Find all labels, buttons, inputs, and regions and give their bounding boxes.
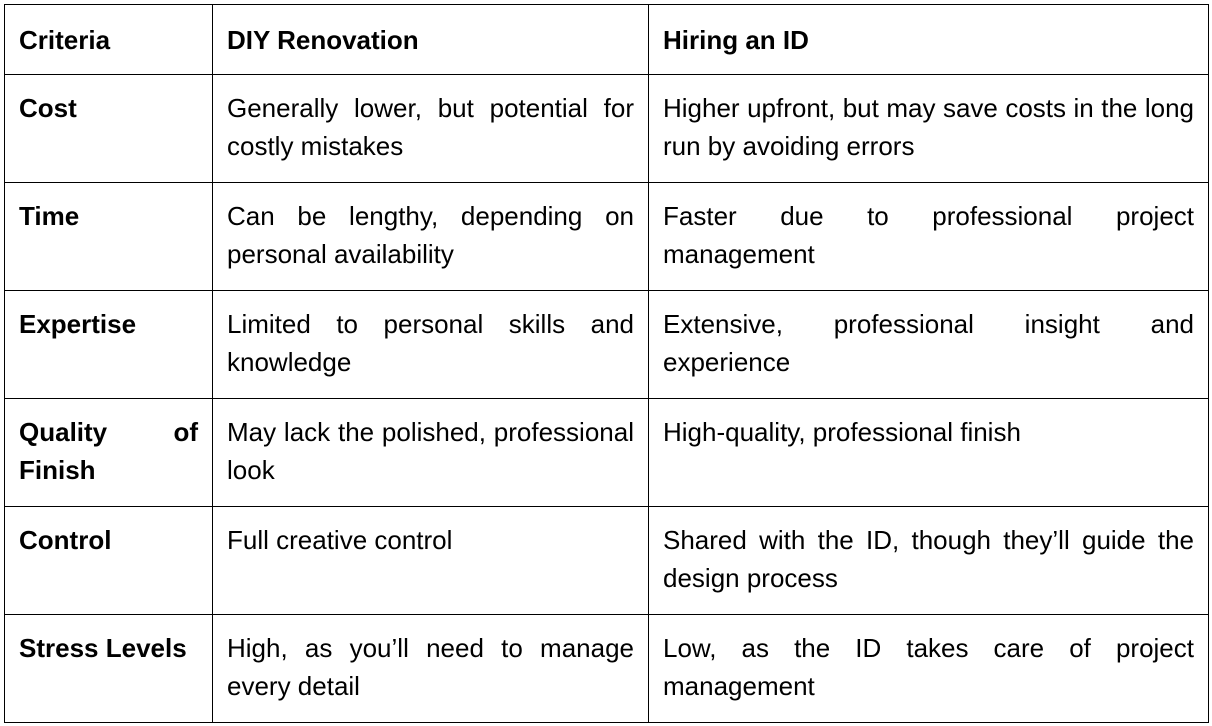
table-header-row: Criteria DIY Renovation Hiring an ID	[4, 4, 1209, 75]
header-diy-renovation: DIY Renovation	[212, 4, 649, 75]
criterion-cell: Stress Levels	[4, 614, 213, 723]
id-cell: Extensive, professional insight and expe…	[648, 290, 1209, 399]
criterion-cell: Expertise	[4, 290, 213, 399]
id-cell: Low, as the ID takes care of project man…	[648, 614, 1209, 723]
header-criteria: Criteria	[4, 4, 213, 75]
id-cell: High-quality, professional finish	[648, 398, 1209, 507]
table-row: Expertise Limited to personal skills and…	[4, 290, 1209, 399]
diy-cell: Generally lower, but potential for costl…	[212, 74, 649, 183]
diy-cell: May lack the polished, professional look	[212, 398, 649, 507]
diy-cell: Can be lengthy, depending on personal av…	[212, 182, 649, 291]
id-cell: Faster due to professional project manag…	[648, 182, 1209, 291]
id-cell: Higher upfront, but may save costs in th…	[648, 74, 1209, 183]
diy-cell: Limited to personal skills and knowledge	[212, 290, 649, 399]
table-row: Time Can be lengthy, depending on person…	[4, 182, 1209, 291]
criterion-cell: Cost	[4, 74, 213, 183]
table-row: Cost Generally lower, but potential for …	[4, 74, 1209, 183]
diy-cell: Full creative control	[212, 506, 649, 615]
criterion-cell: Time	[4, 182, 213, 291]
header-hiring-an-id: Hiring an ID	[648, 4, 1209, 75]
table-row: Control Full creative control Shared wit…	[4, 506, 1209, 615]
table-row: Stress Levels High, as you’ll need to ma…	[4, 614, 1209, 723]
comparison-table: Criteria DIY Renovation Hiring an ID Cos…	[4, 4, 1209, 723]
table-row: Quality of Finish May lack the polished,…	[4, 398, 1209, 507]
criterion-cell: Control	[4, 506, 213, 615]
id-cell: Shared with the ID, though they’ll guide…	[648, 506, 1209, 615]
criterion-cell: Quality of Finish	[4, 398, 213, 507]
diy-cell: High, as you’ll need to manage every det…	[212, 614, 649, 723]
